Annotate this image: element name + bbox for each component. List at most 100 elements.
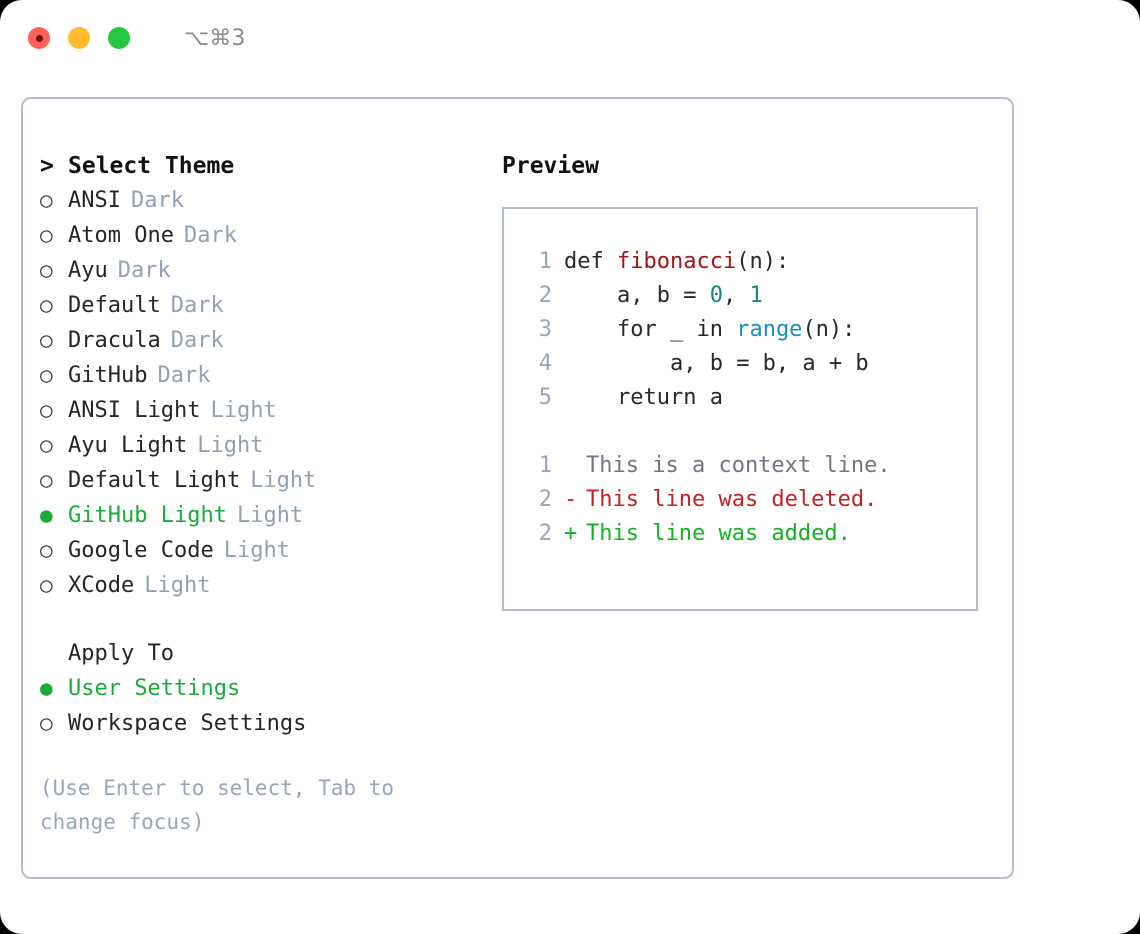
code-token: for _ in [616,317,737,342]
code-line-number: 5 [538,385,552,410]
code-diff-spacer [522,415,976,449]
diff-text: This line was added. [586,521,851,546]
theme-option-ayu[interactable]: ○ Ayu Dark [40,253,490,288]
apply-to-list: ● User Settings ○ Workspace Settings [40,671,490,741]
code-token: (n): [736,249,790,274]
theme-name: Dracula [68,328,161,353]
apply-to-label: Workspace Settings [68,711,307,736]
code-token: 1 [749,283,763,308]
list-spacer [40,603,490,637]
theme-name: GitHub [68,363,148,388]
code-line-number: 4 [538,351,552,376]
code-line-text: return a [564,381,723,415]
theme-option-default[interactable]: ○ Default Dark [40,288,490,323]
theme-variant-tag: Light [197,433,264,458]
code-token: range [736,317,803,342]
code-token: a, b = b, a + b [669,351,869,376]
code-line-number: 3 [538,317,552,342]
diff-line-ctx: 1 This is a context line. [522,449,976,483]
radio-unselected-icon: ○ [40,711,53,735]
diff-line-del: 2- This line was deleted. [522,483,976,517]
code-line-text: a, b = 0, 1 [564,279,763,313]
theme-name: Ayu [68,258,108,283]
apply-to-heading: Apply To [68,641,174,666]
radio-unselected-icon: ○ [40,363,53,387]
diff-sign: - [564,487,578,512]
theme-variant-tag: Dark [170,293,224,318]
theme-option-google-code[interactable]: ○ Google Code Light [40,533,490,568]
keyboard-hint: (Use Enter to select, Tab to change focu… [40,776,395,834]
code-line-number: 2 [538,283,552,308]
theme-variant-tag: Light [236,503,304,528]
theme-variant-tag: Dark [183,223,237,248]
theme-option-github[interactable]: ○ GitHub Dark [40,358,490,393]
preview-heading: Preview [502,153,599,179]
theme-variant-tag: Light [250,468,317,493]
window-controls [28,27,130,49]
theme-variant-tag: Dark [117,258,171,283]
theme-name: Google Code [68,538,214,563]
theme-variant-tag: Light [210,398,277,423]
minimize-button[interactable] [68,27,90,49]
theme-name: Atom One [68,223,174,248]
code-token: , [722,283,750,308]
code-token: fibonacci [616,249,737,274]
diff-text: This is a context line. [586,453,891,478]
radio-unselected-icon: ○ [40,223,53,247]
apply-to-label: User Settings [68,676,241,701]
radio-unselected-icon: ○ [40,468,53,492]
maximize-button[interactable] [108,27,130,49]
apply-to-option-user-settings[interactable]: ● User Settings [40,671,490,706]
code-token: return a [616,385,723,410]
select-theme-label: Select Theme [68,153,235,179]
radio-unselected-icon: ○ [40,328,53,352]
code-line: 5 return a [522,381,976,415]
code-line-text: a, b = b, a + b [564,347,869,381]
diff-sign [564,449,586,483]
radio-unselected-icon: ○ [40,258,53,282]
code-token: (n): [802,317,856,342]
diff-line-add: 2 + This line was added. [522,517,976,551]
code-line: 2 a, b = 0, 1 [522,279,976,313]
radio-selected-icon: ● [40,503,53,527]
radio-selected-icon: ● [40,676,53,700]
apply-to-option-workspace-settings[interactable]: ○ Workspace Settings [40,706,490,741]
title-bar: ⌥⌘3 [0,0,1140,76]
radio-unselected-icon: ○ [40,398,53,422]
diff-sign: + [564,521,578,546]
theme-variant-tag: Light [223,538,290,563]
radio-unselected-icon: ○ [40,293,53,317]
diff-line-number: 1 [538,453,552,478]
diff-line-number: 2 [538,487,552,512]
caret-icon: > [40,153,54,179]
radio-unselected-icon: ○ [40,433,53,457]
select-theme-heading: > Select Theme [40,149,490,183]
shortcut-label: ⌥⌘3 [184,25,246,51]
code-line-text: for _ in range(n): [564,313,855,347]
radio-unselected-icon: ○ [40,188,53,212]
radio-unselected-icon: ○ [40,538,53,562]
theme-option-atom-one[interactable]: ○ Atom One Dark [40,218,490,253]
code-line: 3 for _ in range(n): [522,313,976,347]
close-button[interactable] [28,27,50,49]
theme-variant-tag: Dark [157,363,211,388]
code-line: 4 a, b = b, a + b [522,347,976,381]
theme-variant-tag: Dark [130,188,184,213]
theme-name: Default [68,293,161,318]
diff-line-number: 2 [538,521,552,546]
code-line-number: 1 [538,249,552,274]
